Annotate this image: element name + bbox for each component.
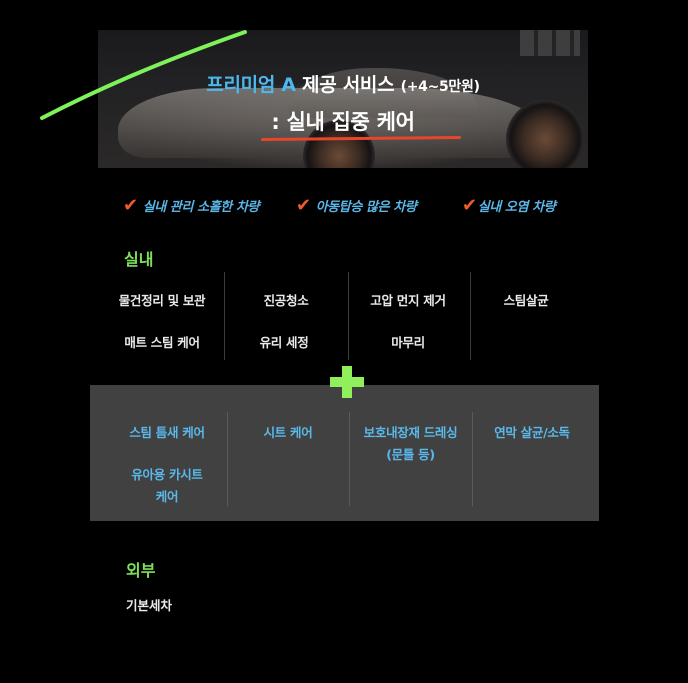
interior-services-grid: 물건정리 및 보관 진공청소 고압 먼지 제거 스팀살균 매트 스팀 케어 유리…: [100, 272, 590, 360]
extra-service-item: 연막 살균/소독: [494, 425, 570, 440]
column-divider: [348, 272, 349, 360]
column-divider: [472, 412, 473, 506]
extra-service-item: 유아용 카시트 케어: [108, 464, 226, 508]
banner-price: (+4~5만원): [400, 79, 480, 95]
extra-service-line: (문틀 등): [386, 447, 435, 462]
hero-banner: 프리미엄 A 제공 서비스 (+4~5만원) : 실내 집중 케어: [98, 30, 588, 168]
service-item: 유리 세정: [259, 335, 309, 350]
banner-subtitle: : 실내 집중 케어: [271, 110, 415, 134]
exterior-service-item: 기본세차: [126, 598, 173, 613]
extra-service-item: 보호내장재 드레싱 (문틀 등): [349, 422, 472, 466]
target-vehicle-list: ✔ 실내 관리 소홀한 차량 ✔ 아동탑승 많은 차량 ✔ 실내 오염 차량: [0, 195, 688, 219]
plus-icon: [330, 366, 364, 398]
checkmark-icon: ✔: [462, 195, 477, 216]
checkmark-icon: ✔: [296, 195, 311, 216]
service-item: 물건정리 및 보관: [118, 293, 206, 308]
premium-extras-panel: 스팀 틈새 케어 유아용 카시트 케어 시트 케어 보호내장재 드레싱 (문틀 …: [90, 385, 599, 521]
service-item: 진공청소: [263, 293, 309, 308]
column-divider: [224, 272, 225, 360]
target-vehicle-label: 실내 관리 소홀한 차량: [142, 200, 260, 215]
car-wheel-rear: [506, 100, 584, 168]
target-vehicle-label: 아동탑승 많은 차량: [315, 200, 417, 215]
column-divider: [349, 412, 350, 506]
target-vehicle-item: ✔ 실내 오염 차량: [462, 195, 556, 216]
service-item: 스팀살균: [503, 293, 549, 308]
banner-title: 프리미엄 A 제공 서비스 (+4~5만원): [98, 70, 588, 97]
service-item: 고압 먼지 제거: [370, 293, 446, 308]
extra-service-line: 유아용 카시트: [131, 467, 203, 482]
checkmark-icon: ✔: [123, 195, 138, 216]
target-vehicle-item: ✔ 실내 관리 소홀한 차량: [123, 195, 260, 216]
extra-service-item: 시트 케어: [263, 425, 313, 440]
column-divider: [227, 412, 228, 506]
service-item: 매트 스팀 케어: [124, 335, 200, 350]
extra-service-line: 케어: [155, 489, 179, 504]
target-vehicle-item: ✔ 아동탑승 많은 차량: [296, 195, 417, 216]
banner-title-accent: 프리미엄 A: [206, 74, 296, 96]
interior-heading: 실내: [124, 250, 154, 269]
service-item: 마무리: [391, 335, 425, 350]
background-window: [520, 30, 580, 56]
exterior-heading: 외부: [126, 561, 156, 580]
extra-service-line: 보호내장재 드레싱: [363, 425, 458, 440]
column-divider: [470, 272, 471, 360]
target-vehicle-label: 실내 오염 차량: [477, 200, 556, 215]
banner-title-main: 제공 서비스: [295, 74, 401, 96]
extra-service-item: 스팀 틈새 케어: [129, 425, 205, 440]
